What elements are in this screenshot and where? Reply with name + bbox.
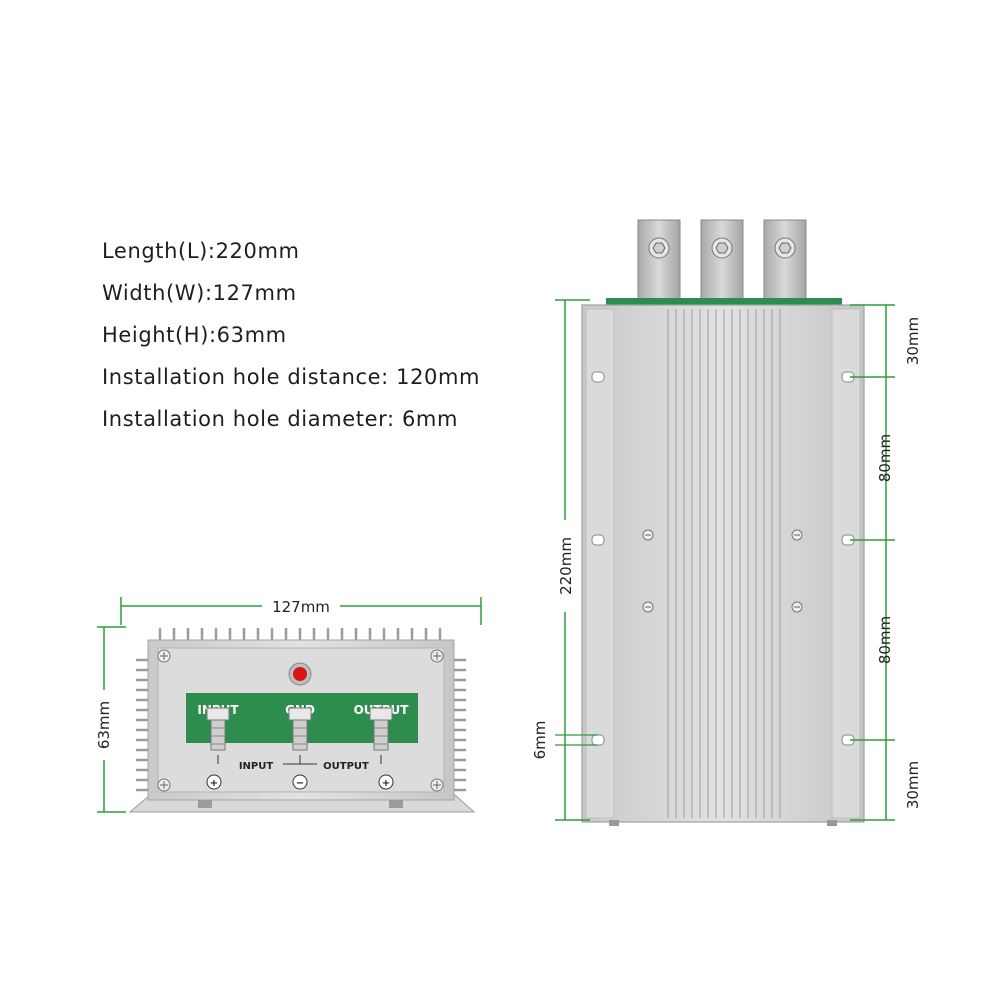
bottom-bolt — [389, 800, 403, 808]
top-length-dimension: 220mm — [555, 299, 590, 821]
front-height-dimension: 63mm — [95, 626, 126, 813]
corner-screw-icon — [430, 649, 444, 663]
top-housing — [581, 304, 865, 823]
circuit-board-edge — [606, 298, 842, 306]
spec-width: Width(W):127mm — [102, 281, 297, 305]
body-screw-icon — [642, 529, 654, 541]
body-screw-icon — [791, 601, 803, 613]
hole-diameter-label: 6mm — [531, 721, 549, 760]
spec-height: Height(H):63mm — [102, 323, 287, 347]
terminal-tab — [637, 219, 681, 301]
mounting-hole — [591, 371, 605, 383]
front-width-label: 127mm — [272, 598, 330, 616]
spacing-label-top: 30mm — [904, 317, 922, 365]
heatsink-fins — [136, 628, 466, 792]
right-mounting-rail — [831, 308, 861, 819]
input-caption: INPUT — [239, 761, 274, 772]
hole-spacing-dimension: 30mm 80mm 80mm 30mm — [850, 304, 922, 821]
corner-screw-icon — [157, 778, 171, 792]
left-mounting-rail — [585, 308, 615, 819]
mounting-hole — [591, 734, 605, 746]
output-caption: OUTPUT — [323, 761, 369, 772]
terminal-tab — [700, 219, 744, 301]
plus-icon: + — [206, 774, 222, 790]
bottom-bolt — [198, 800, 212, 808]
front-height-label: 63mm — [95, 701, 113, 749]
bottom-bolt — [609, 820, 619, 826]
corner-screw-icon — [157, 649, 171, 663]
body-screw-icon — [791, 529, 803, 541]
spec-hole-distance: Installation hole distance: 120mm — [102, 365, 481, 389]
terminal-tab — [763, 219, 807, 301]
hole-diameter-dimension: 6mm — [531, 721, 598, 760]
terminal-stud-icon — [369, 707, 393, 751]
corner-screw-icon — [430, 778, 444, 792]
terminal-stud-icon — [206, 707, 230, 751]
front-width-dimension: 127mm — [120, 597, 482, 625]
svg-text:−: − — [296, 778, 304, 789]
minus-icon: − — [292, 774, 308, 790]
front-view: 127mm 63mm INPUT GND OUTPUT — [95, 597, 482, 813]
mounting-hole — [591, 534, 605, 546]
svg-text:+: + — [210, 778, 218, 789]
indicator-led-icon — [288, 662, 312, 686]
specifications-block: Length(L):220mm Width(W):127mm Height(H)… — [102, 230, 480, 440]
spec-hole-diameter: Installation hole diameter: 6mm — [102, 407, 459, 431]
top-view: 220mm 6mm 30mm 80mm 80mm 30mm — [531, 219, 922, 826]
spacing-label-lower: 80mm — [876, 616, 894, 664]
spacing-label-bottom: 30mm — [904, 761, 922, 809]
spec-length: Length(L):220mm — [102, 239, 300, 263]
top-length-label: 220mm — [557, 537, 575, 595]
plus-icon: + — [378, 774, 394, 790]
svg-text:+: + — [382, 778, 390, 789]
heatsink-ribs — [667, 309, 781, 818]
spacing-label-upper: 80mm — [876, 434, 894, 482]
terminal-stud-icon — [288, 707, 312, 751]
bottom-bolt — [827, 820, 837, 826]
body-screw-icon — [642, 601, 654, 613]
